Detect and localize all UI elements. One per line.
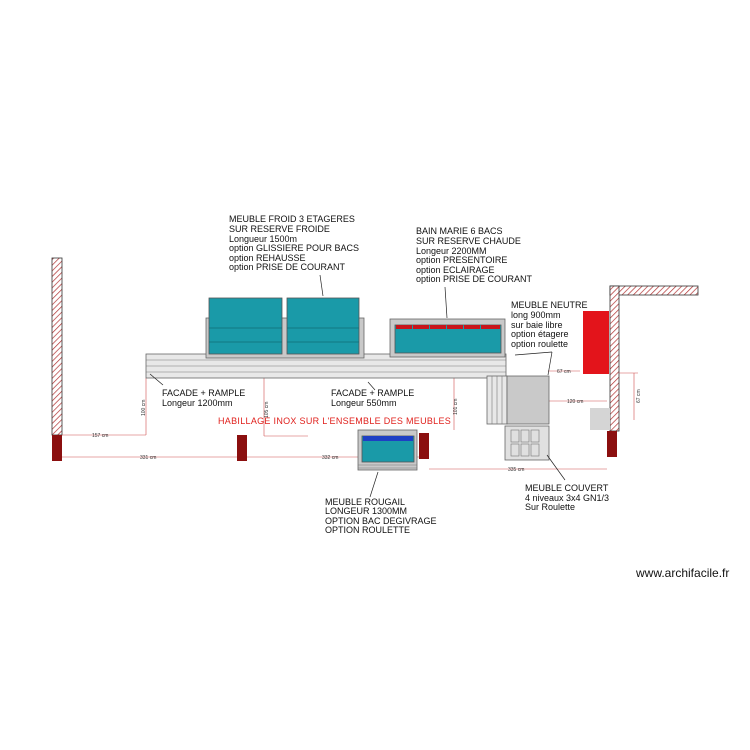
dim-335: 335 cm [508, 467, 524, 473]
dim-332: 332 cm [322, 455, 338, 461]
dim-100: 100 cm [141, 400, 147, 416]
bain-marie-unit [389, 318, 506, 358]
dim-157: 157 cm [92, 433, 108, 439]
dim-67-top: 67 cm [557, 369, 571, 375]
pillar-left [52, 435, 62, 461]
dim-120: 120 cm [567, 399, 583, 405]
meuble-rougail-unit [357, 429, 418, 471]
meuble-neutre-block [583, 311, 609, 374]
pillar-centre [419, 433, 429, 459]
watermark-text: www.archifacile.fr [635, 566, 729, 580]
label-bain-marie: BAIN MARIE 6 BACS SUR RESERVE CHAUDE Lon… [416, 226, 533, 284]
leader-lines [149, 274, 566, 498]
dim-67-side: 67 cm [636, 389, 642, 403]
dim-331: 331 cm [140, 455, 156, 461]
right-wall-top [609, 285, 699, 296]
label-facade-1200: FACADE + RAMPLE Longeur 1200mm [162, 388, 248, 408]
label-facade-550: FACADE + RAMPLE Longeur 550mm [331, 388, 417, 408]
left-wall [51, 257, 63, 436]
small-grey-block [590, 408, 610, 430]
label-habillage: HABILLAGE INOX SUR L'ENSEMBLE DES MEUBLE… [218, 416, 451, 426]
dim-101: 101 cm [453, 399, 459, 415]
meuble-couvert-unit [504, 425, 550, 461]
return-rails [486, 375, 508, 425]
pillar-mid [237, 435, 247, 461]
label-meuble-couvert: MEUBLE COUVERT 4 niveaux 3x4 GN1/3 Sur R… [525, 483, 612, 512]
dimension-lines [62, 370, 638, 470]
meuble-froid-unit [205, 297, 365, 359]
dim-105: 105 cm [264, 402, 270, 418]
right-wall-side [609, 285, 620, 432]
label-meuble-rougail: MEUBLE ROUGAIL LONGEUR 1300MM OPTION BAC… [325, 497, 439, 535]
corner-cabinet [506, 375, 550, 425]
pillar-right [607, 431, 617, 457]
label-meuble-froid: MEUBLE FROID 3 ETAGERES SUR RESERVE FROI… [229, 214, 362, 272]
label-meuble-neutre: MEUBLE NEUTRE long 900mm sur baie libre … [511, 300, 590, 349]
